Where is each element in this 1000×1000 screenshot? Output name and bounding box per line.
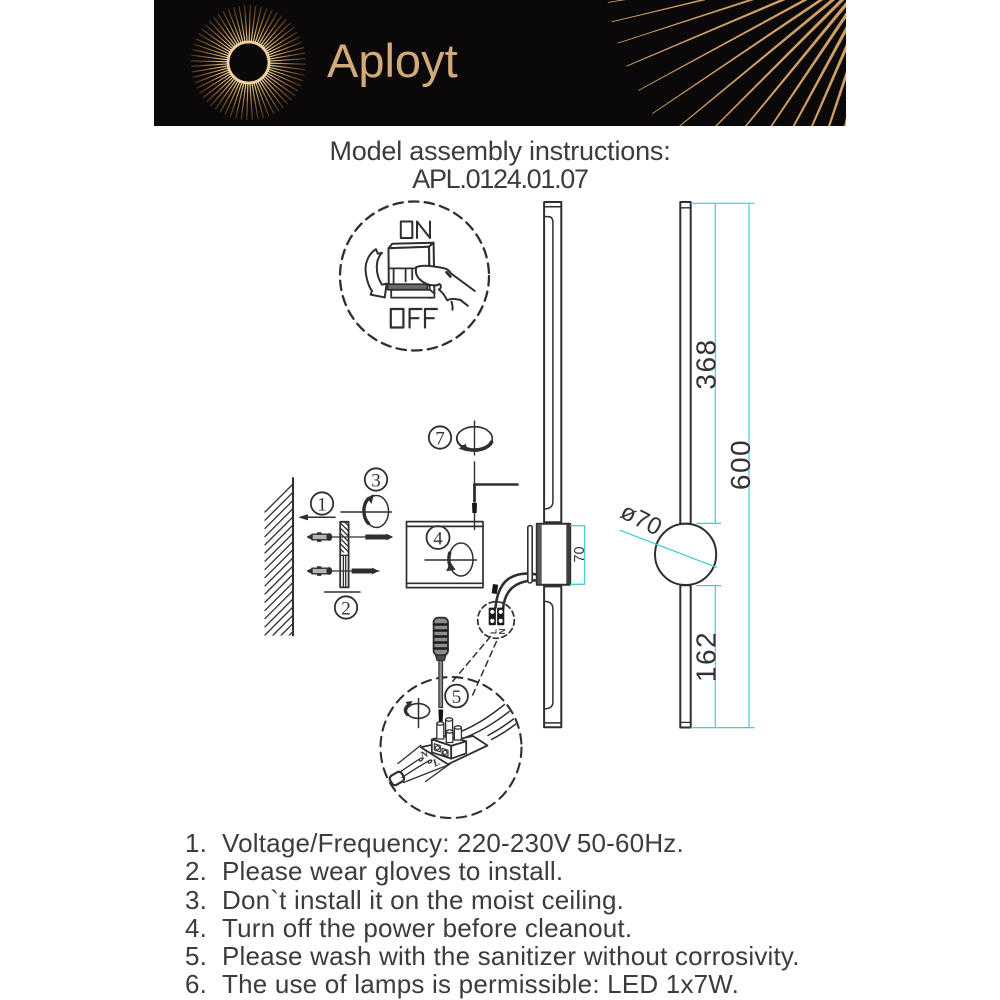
svg-text:L: L bbox=[489, 629, 498, 634]
svg-text:7: 7 bbox=[435, 429, 445, 450]
svg-text:3: 3 bbox=[371, 471, 381, 492]
svg-text:N: N bbox=[498, 628, 507, 634]
svg-text:1: 1 bbox=[317, 495, 327, 516]
svg-text:4: 4 bbox=[433, 529, 443, 550]
svg-text:5: 5 bbox=[452, 687, 462, 708]
svg-text:70: 70 bbox=[572, 546, 588, 562]
svg-text:ø70: ø70 bbox=[616, 498, 666, 542]
svg-text:2: 2 bbox=[341, 599, 351, 620]
svg-text:600: 600 bbox=[725, 439, 756, 490]
svg-text:L: L bbox=[430, 757, 441, 770]
svg-text:368: 368 bbox=[690, 338, 721, 389]
svg-text:162: 162 bbox=[690, 631, 721, 682]
